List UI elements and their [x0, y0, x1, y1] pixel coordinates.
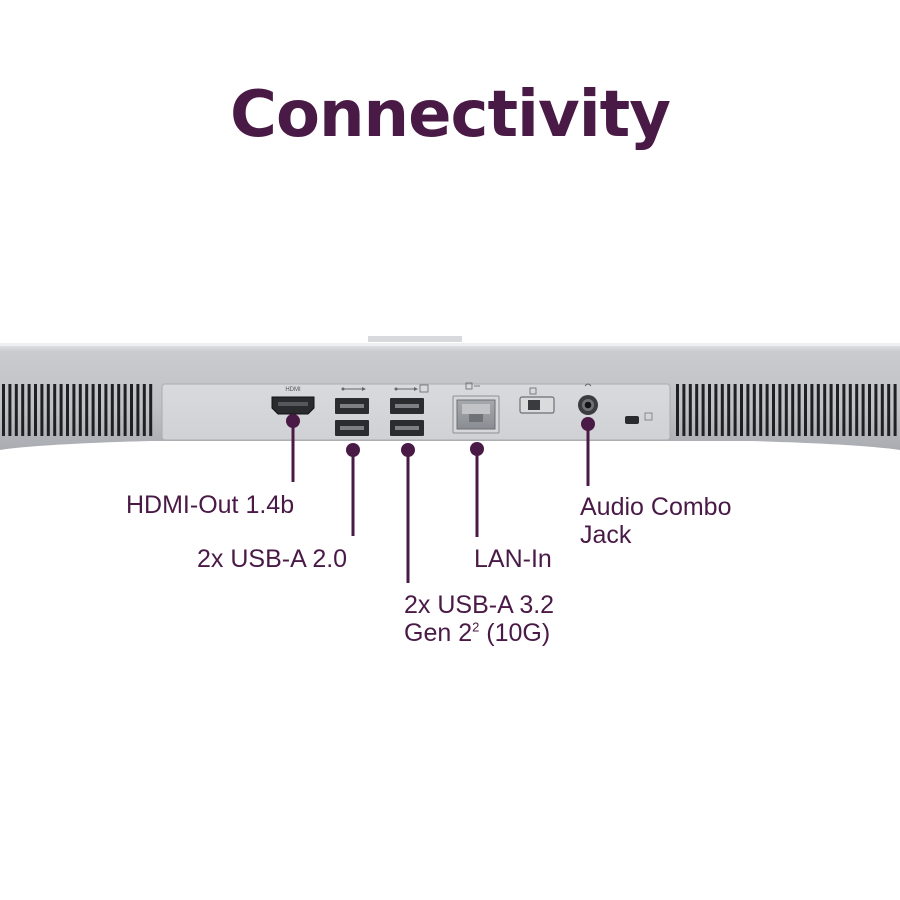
usb-a-port-icon: [335, 398, 369, 414]
audio-jack-icon: [578, 383, 598, 415]
usb3-gen-text: Gen 2: [404, 619, 473, 647]
hdmi-port-label: HDMI: [285, 387, 301, 393]
callout-audio-combo-jack: Audio Combo Jack: [580, 493, 731, 549]
vent-slat: [714, 384, 718, 436]
vent-slat: [682, 384, 686, 436]
vent-slat: [874, 384, 878, 436]
vent-slat: [149, 384, 153, 436]
callout-lines: [286, 414, 595, 583]
vent-slat: [759, 384, 763, 436]
usb-a-port-icon: [335, 420, 369, 436]
vent-slat: [804, 384, 807, 436]
vent-slat: [708, 384, 711, 436]
vent-slat: [123, 384, 127, 436]
top-strip: [368, 336, 462, 342]
security-lock-slot-icon: [625, 412, 653, 424]
vent-slat: [816, 384, 820, 436]
usb3-footnote-marker: 2: [472, 619, 480, 635]
vent-slat: [791, 384, 795, 436]
usb3-speed-text: (10G): [479, 619, 551, 647]
vent-slat: [91, 384, 95, 436]
vent-slat: [733, 384, 737, 436]
vent-slat: [797, 384, 801, 436]
callout-usb3-line1: 2x USB-A 3.2: [404, 591, 555, 619]
vent-slat: [104, 384, 108, 436]
callout-usb3-line2: Gen 22 (10G): [404, 619, 554, 647]
vent-slat: [130, 384, 133, 436]
usb2-symbol-icon: [341, 387, 366, 391]
vent-slat: [746, 384, 750, 436]
vent-slat: [836, 384, 839, 436]
vent-slat: [727, 384, 731, 436]
usb-a-port-icon: [390, 398, 424, 414]
vent-slat: [110, 384, 114, 436]
power-switch-icon: [519, 387, 555, 414]
vent-slat: [676, 384, 679, 436]
vent-slat: [85, 384, 89, 436]
vent-slat: [142, 384, 146, 436]
vent-slat: [78, 384, 82, 436]
callout-audio-line2: Jack: [580, 521, 632, 549]
vent-slat: [34, 384, 37, 436]
vent-slat: [848, 384, 852, 436]
vent-slat: [861, 384, 865, 436]
vent-slat: [823, 384, 827, 436]
callout-usb-a-3-2: 2x USB-A 3.2 Gen 22 (10G): [404, 591, 554, 647]
vent-slat: [14, 384, 18, 436]
right-vent: [676, 384, 897, 436]
vent-slat: [46, 384, 50, 436]
vent-slat: [117, 384, 121, 436]
vent-slat: [98, 384, 101, 436]
vent-slat: [880, 384, 884, 436]
vent-slat: [765, 384, 769, 436]
callout-lan-in: LAN-In: [474, 545, 552, 573]
vent-slat: [752, 384, 756, 436]
device-top-edge: [0, 343, 900, 346]
vent-slat: [778, 384, 782, 436]
usb-a-port-icon: [390, 420, 424, 436]
callout-audio-line1: Audio Combo: [580, 493, 732, 521]
vent-slat: [893, 384, 897, 436]
vent-slat: [53, 384, 57, 436]
vent-slat: [868, 384, 871, 436]
vent-slat: [772, 384, 775, 436]
vent-slat: [842, 384, 846, 436]
vent-slat: [136, 384, 140, 436]
vent-slat: [21, 384, 25, 436]
vent-slat: [784, 384, 788, 436]
vent-slat: [66, 384, 69, 436]
vent-slat: [72, 384, 76, 436]
callout-hdmi-out: HDMI-Out 1.4b: [126, 491, 295, 519]
vent-slat: [59, 384, 63, 436]
vent-slat: [810, 384, 814, 436]
vent-slat: [701, 384, 705, 436]
vent-slat: [829, 384, 833, 436]
vent-slat: [27, 384, 31, 436]
vent-slat: [688, 384, 692, 436]
vent-slat: [695, 384, 699, 436]
left-vent: [2, 384, 153, 436]
vent-slat: [855, 384, 859, 436]
usb3-symbol-icon: [394, 384, 429, 393]
vent-slat: [2, 384, 5, 436]
vent-slat: [887, 384, 891, 436]
callout-usb-a-2: 2x USB-A 2.0: [197, 545, 348, 573]
rj45-port-icon: [452, 382, 500, 434]
vent-slat: [8, 384, 12, 436]
page-title: Connectivity: [230, 78, 671, 152]
vent-slat: [720, 384, 724, 436]
vent-slat: [740, 384, 743, 436]
vent-slat: [40, 384, 44, 436]
hdmi-port-icon: HDMI: [271, 387, 315, 415]
